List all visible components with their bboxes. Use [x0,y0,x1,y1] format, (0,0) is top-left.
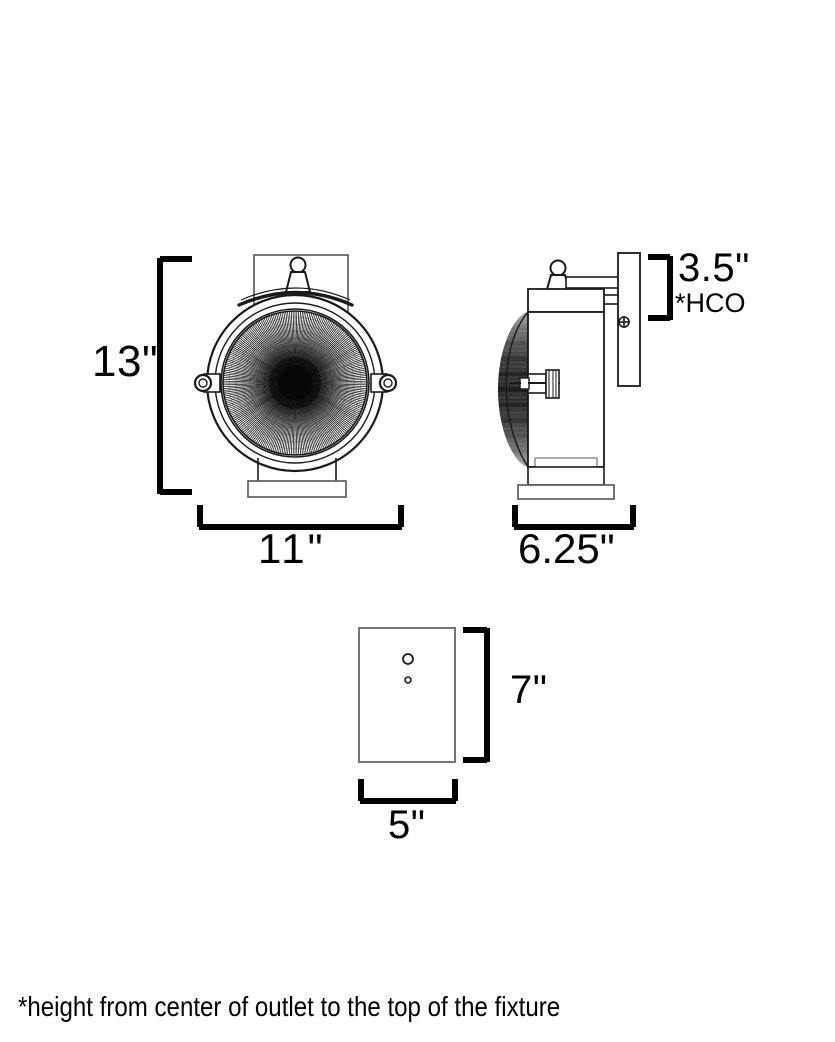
dimension-label-hco-height: 3.5" [678,246,750,290]
side-base-stem [527,466,605,486]
dimension-label-hco-note: *HCO [675,288,746,318]
backplate-hole-small [404,676,412,684]
side-lens-outline [505,311,529,468]
dimension-bracket-625in [512,505,636,530]
front-base-plate [247,480,347,498]
front-view-group [193,254,398,498]
dimension-bracket-7in [463,627,490,763]
front-hood-arc-inner [240,287,351,301]
dimension-label-backplate-width: 5" [388,803,426,847]
front-lens-radial-pattern [223,311,367,455]
dimension-bracket-11in [197,505,404,530]
side-center-knob [510,369,560,399]
backplate-hole-large [402,653,414,665]
front-hood-arc [237,290,354,307]
dimension-label-side-depth: 6.25" [518,525,615,572]
side-base-plate [517,484,615,500]
front-lens-rim [222,310,368,456]
dimension-label-backplate-height: 7" [510,668,548,712]
front-finial-ring [289,256,307,274]
front-left-knob [193,373,221,393]
side-view-group [498,252,641,500]
outlet-center-marker [618,316,630,328]
side-upper-arm [565,276,622,289]
side-finial-ring [549,259,567,277]
dimension-label-front-height: 13" [92,337,159,386]
dimension-label-front-width: 11" [258,525,326,572]
footnote-text: *height from center of outlet to the top… [18,991,561,1022]
dimension-bracket-35in [648,254,673,321]
side-top-cap [527,288,605,313]
backplate-view-group [358,627,456,763]
dimension-bracket-13in [157,256,192,495]
backplate-rect [358,627,456,763]
dimension-bracket-5in [358,779,458,804]
front-right-knob [370,373,398,393]
